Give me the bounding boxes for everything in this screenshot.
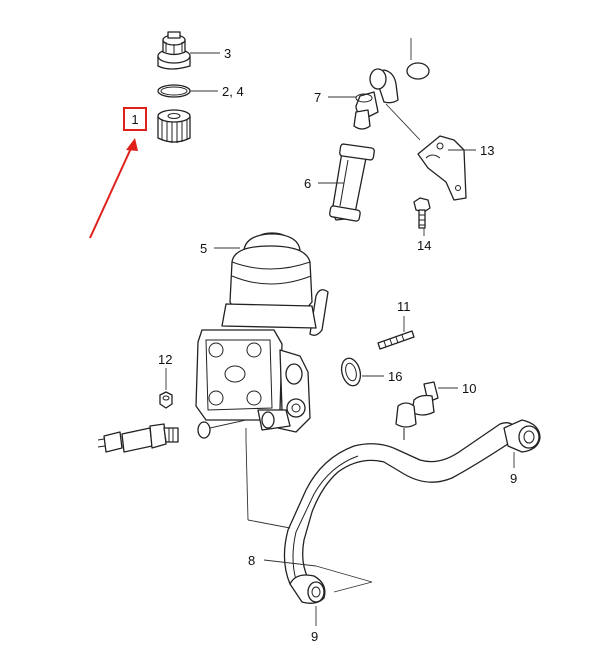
callout-11: 11 — [397, 299, 411, 314]
highlight-arrow-head — [126, 138, 138, 151]
callout-9-bottom: 9 — [311, 629, 318, 644]
callout-16: 16 — [388, 369, 402, 384]
callout-12: 12 — [158, 352, 172, 367]
part-mounting-bracket — [417, 135, 467, 201]
highlight-arrow — [89, 145, 133, 239]
callout-2-4: 2, 4 — [222, 84, 244, 99]
part-seal-ring — [340, 357, 362, 387]
callout-1: 1 — [131, 112, 138, 127]
part-pressure-sender — [97, 419, 247, 453]
part-breather-hose — [329, 143, 375, 222]
callout-7: 7 — [314, 90, 321, 105]
part-oil-hose — [283, 419, 541, 604]
part-stud — [377, 330, 415, 350]
callout-3: 3 — [224, 46, 231, 61]
callout-labels: 1 3 2, 4 7 13 6 14 5 11 12 16 10 9 8 9 — [131, 46, 517, 644]
part-breather-elbow — [353, 38, 430, 130]
part-drain-plug — [159, 391, 173, 409]
callout-6: 6 — [304, 176, 311, 191]
callout-13: 13 — [480, 143, 494, 158]
callout-10: 10 — [462, 381, 476, 396]
callout-14: 14 — [417, 238, 431, 253]
part-oil-filter-element — [157, 109, 191, 143]
part-hose-clip — [395, 381, 439, 440]
callout-8: 8 — [248, 553, 255, 568]
leader-lines — [165, 52, 515, 626]
part-oil-filter-cap — [157, 31, 191, 70]
part-o-ring-small — [157, 84, 191, 98]
callout-9-right: 9 — [510, 471, 517, 486]
part-bolt — [413, 197, 431, 229]
callout-5: 5 — [200, 241, 207, 256]
highlight-marker — [89, 107, 147, 239]
highlight-box — [123, 107, 147, 131]
part-oil-filter-housing — [195, 232, 329, 440]
